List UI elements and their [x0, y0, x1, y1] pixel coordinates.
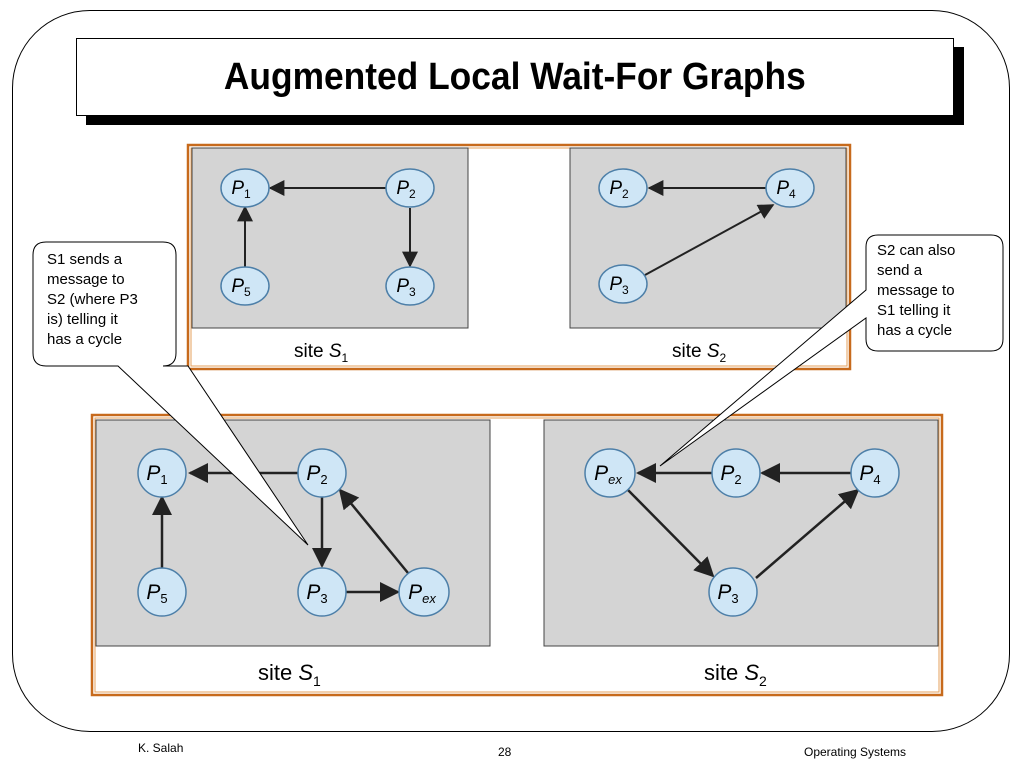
svg-text:P2: P2 [720, 462, 741, 487]
edge-top-p3-p4 [644, 204, 775, 276]
node-top-s2-p2: P2 [598, 168, 648, 208]
node-top-s1-p2: P2 [385, 168, 435, 208]
svg-text:P1: P1 [231, 178, 251, 201]
node-bot-s2-p4: P4 [850, 448, 900, 498]
svg-text:P5: P5 [231, 276, 251, 299]
svg-text:P2: P2 [396, 178, 416, 201]
top-site2-label: site S2 [672, 341, 727, 365]
svg-text:P4: P4 [776, 178, 796, 201]
bottom-site1-label: site S1 [258, 660, 321, 689]
svg-text:P4: P4 [859, 462, 880, 487]
node-bot-s1-p5: P5 [137, 567, 187, 617]
callout-left-bubble [32, 241, 309, 546]
edge-bot-pex-p3 [627, 489, 715, 578]
node-bot-s1-p3: P3 [297, 567, 347, 617]
node-top-s1-p5: P5 [220, 266, 270, 306]
footer-course: Operating Systems [804, 745, 907, 759]
title-box: Augmented Local Wait-For Graphs [76, 38, 954, 116]
svg-text:P1: P1 [146, 462, 167, 487]
callout-left-text: S1 sends a message to S2 (where P3 is) t… [47, 251, 138, 348]
footer-author: K. Salah [138, 741, 184, 755]
bottom-figure-inner-border [94, 417, 940, 693]
slide-frame [12, 10, 1010, 732]
svg-text:P2: P2 [609, 178, 629, 201]
svg-text:P5: P5 [146, 581, 167, 606]
node-bot-s2-pex: Pex [584, 448, 636, 498]
top-figure-inner-border [190, 147, 848, 367]
node-top-s1-p1: P1 [220, 168, 270, 208]
edge-bot-p3-p4 [755, 488, 860, 579]
node-bot-s2-p2: P2 [711, 448, 761, 498]
svg-text:Pex: Pex [594, 462, 622, 487]
svg-text:P2: P2 [306, 462, 327, 487]
node-bot-s1-p1: P1 [137, 448, 187, 498]
callout-right-bubble [659, 234, 1004, 467]
svg-text:P3: P3 [717, 581, 738, 606]
node-top-s2-p3: P3 [598, 264, 648, 304]
bottom-site2-label: site S2 [704, 660, 767, 689]
callout-right-text: S2 can also send a message to S1 telling… [877, 242, 956, 339]
edge-bot-pex-p2 [338, 488, 409, 574]
svg-text:P3: P3 [306, 581, 327, 606]
node-bot-s1-p2: P2 [297, 448, 347, 498]
footer-page-number: 28 [498, 745, 512, 759]
slide-title: Augmented Local Wait-For Graphs [224, 55, 806, 98]
top-site1-label: site S1 [294, 341, 349, 365]
node-bot-s1-pex: Pex [398, 567, 450, 617]
svg-text:Pex: Pex [408, 581, 436, 606]
node-top-s1-p3: P3 [385, 266, 435, 306]
node-top-s2-p4: P4 [765, 168, 815, 208]
top-figure: P1 P2 P5 P3 P2 P4 P3 site S1 site S2 [186, 143, 852, 371]
svg-text:P3: P3 [396, 276, 416, 299]
svg-text:P3: P3 [609, 274, 629, 297]
node-bot-s2-p3: P3 [708, 567, 758, 617]
